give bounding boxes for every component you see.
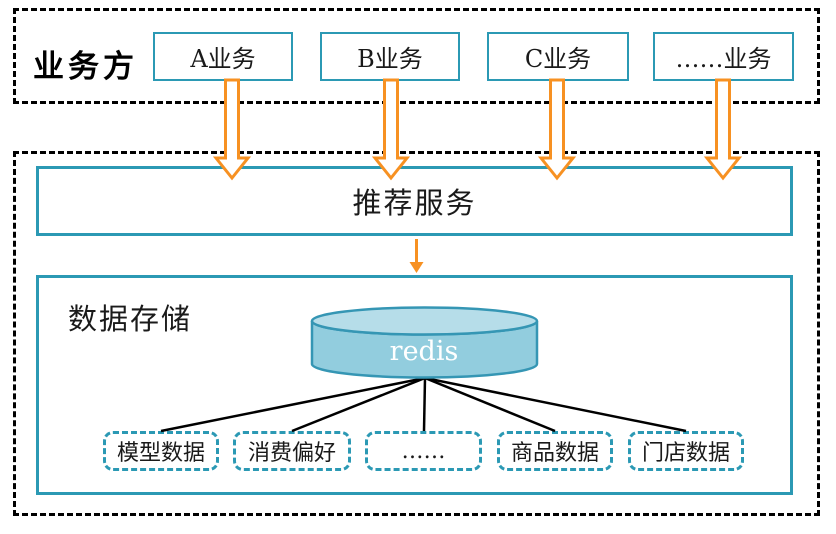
business-box-etc: ……业务	[653, 32, 794, 81]
business-box-a: A业务	[153, 32, 293, 81]
data-box-consumer-preference: 消费偏好	[233, 431, 351, 471]
business-box-b: B业务	[320, 32, 460, 81]
data-box-store-data: 门店数据	[628, 431, 744, 471]
data-box-model-data: 模型数据	[103, 431, 219, 471]
platform-section-container	[13, 151, 820, 516]
data-box-product-data: 商品数据	[497, 431, 613, 471]
recommendation-service-box: 推荐服务	[36, 166, 793, 236]
recommendation-service-label: 推荐服务	[352, 186, 477, 220]
business-box-c: C业务	[487, 32, 629, 81]
business-section-label: 业务方	[33, 49, 138, 85]
data-box-ellipsis: ……	[365, 431, 482, 471]
business-section-container	[13, 8, 820, 104]
data-storage-label: 数据存储	[68, 302, 193, 336]
